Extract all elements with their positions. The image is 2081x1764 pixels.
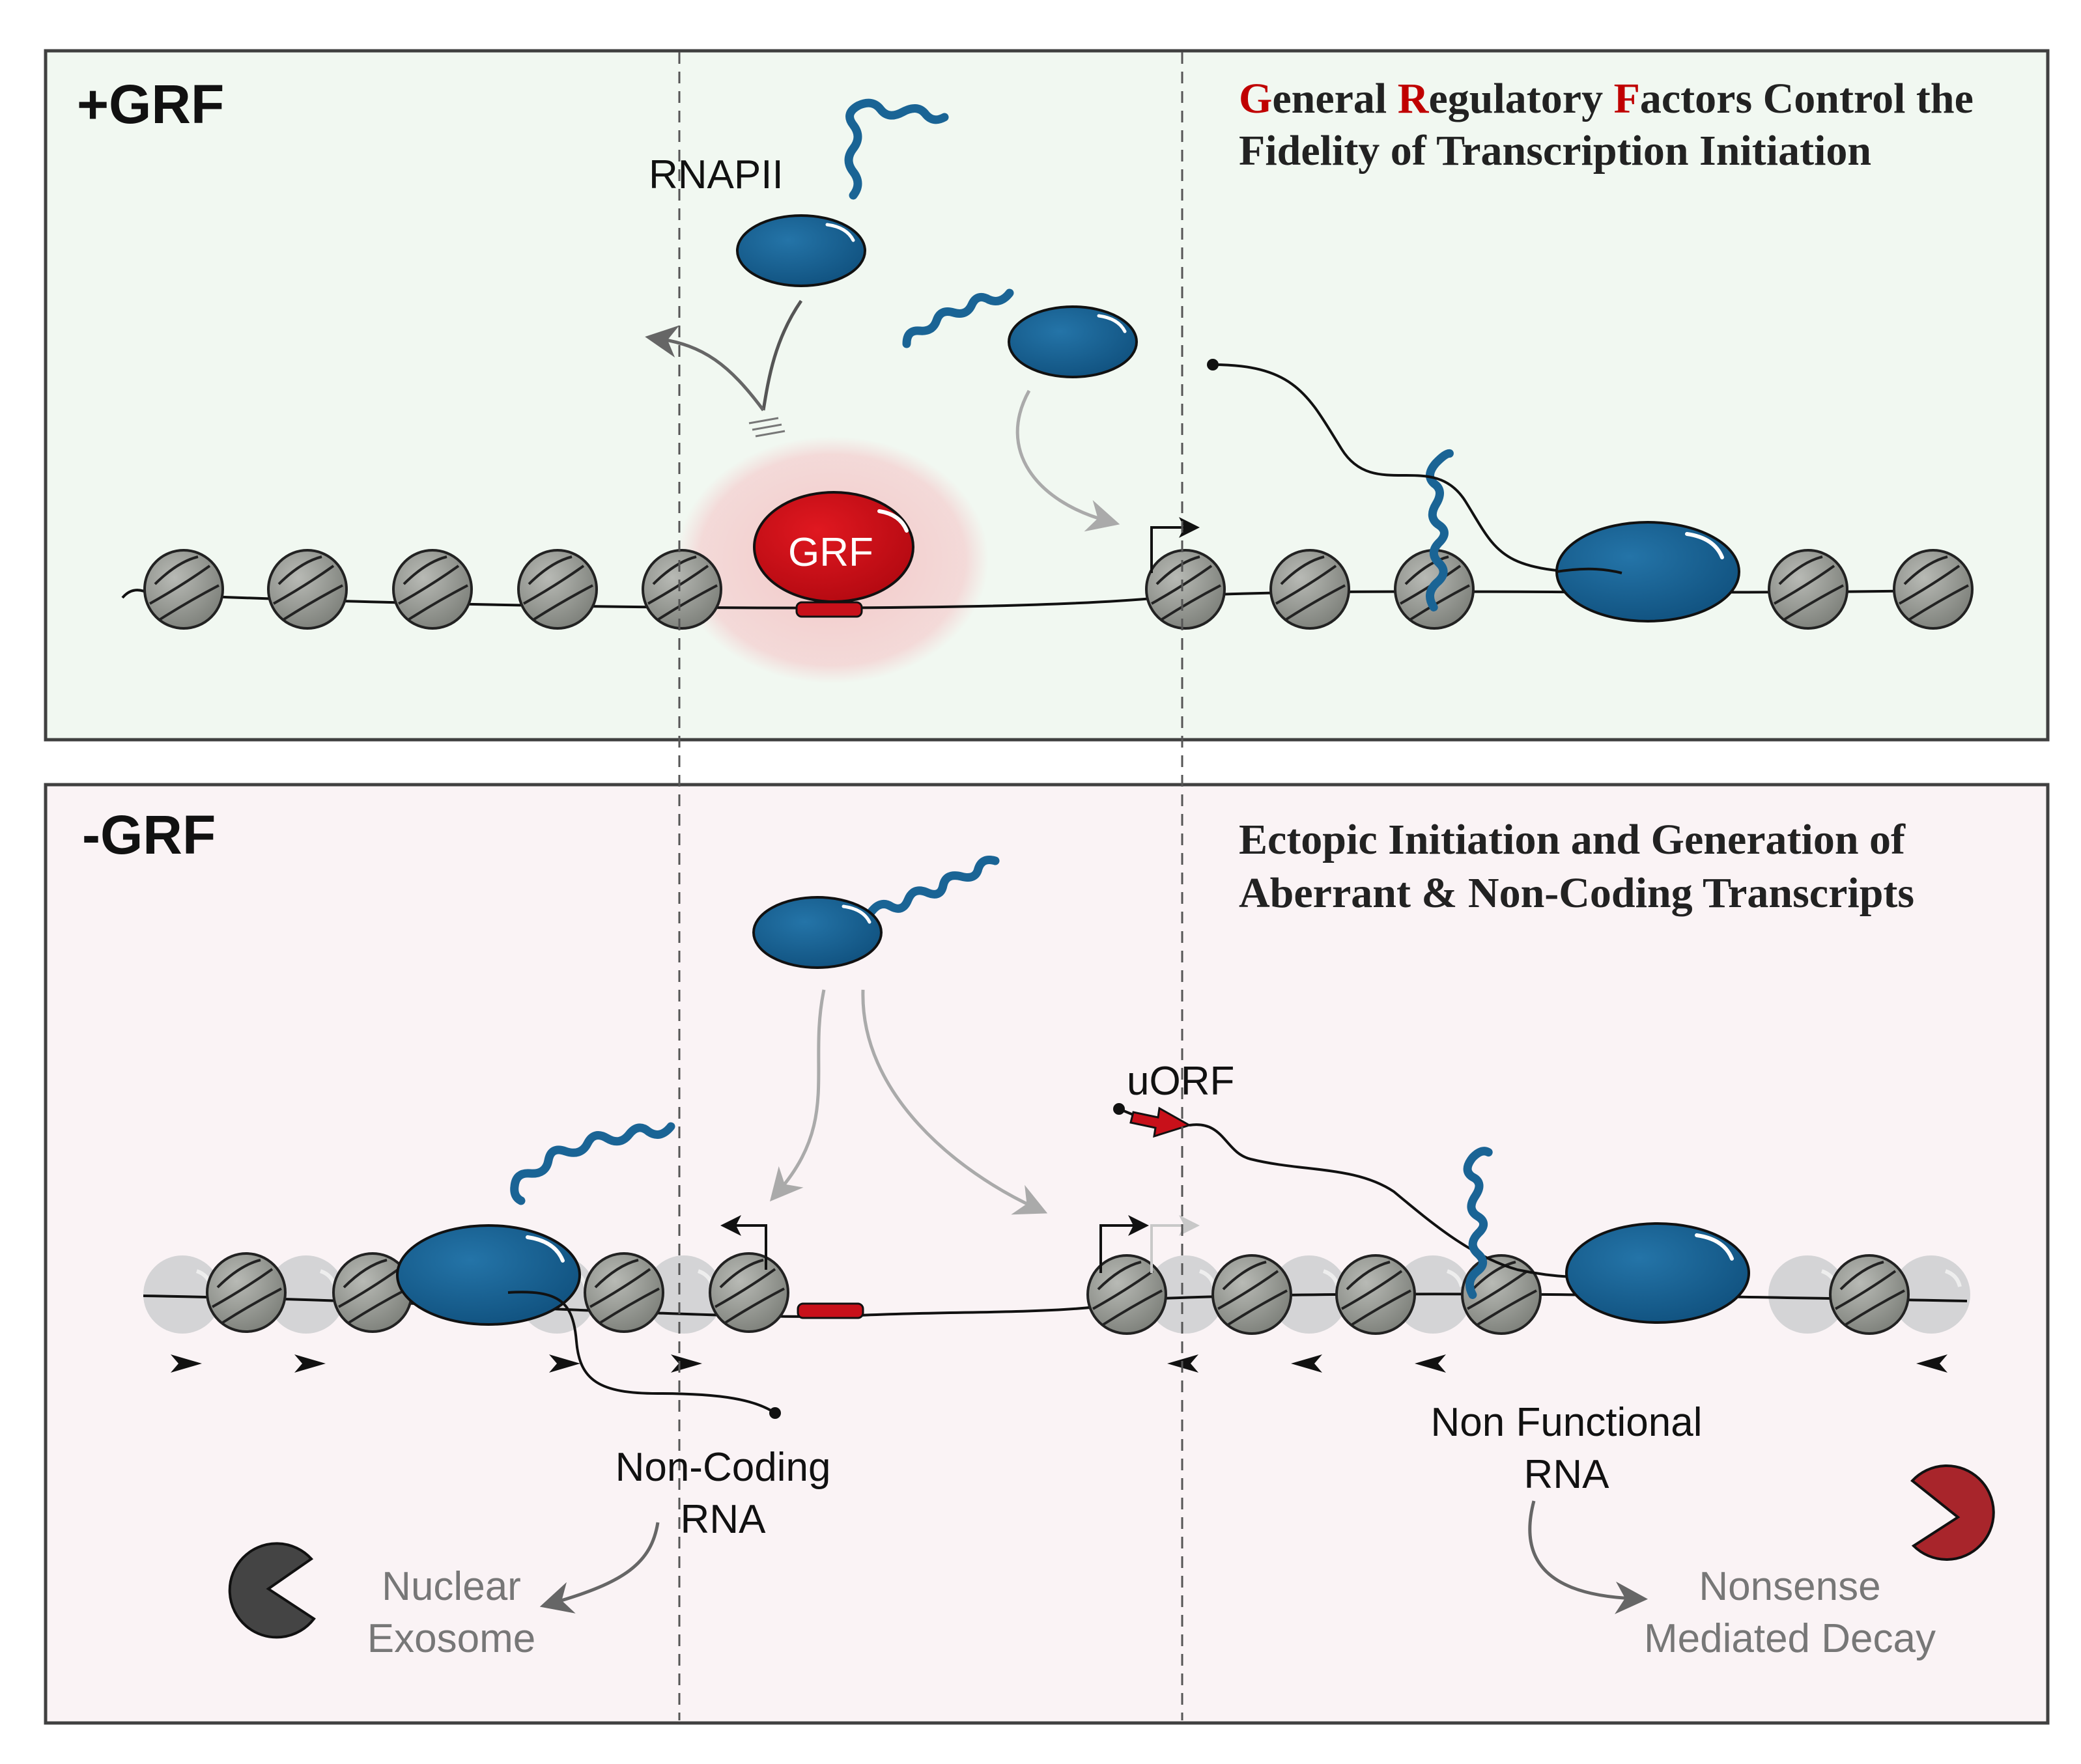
nucleosome-icon — [517, 549, 598, 630]
rnapii-polymerase — [754, 897, 881, 968]
nmd-label-line2: Mediated Decay — [1643, 1616, 1936, 1661]
ctd-tail — [867, 856, 1000, 916]
nonfunctional-rna-label-line1: Non Functional — [1430, 1400, 1703, 1445]
ctd-tail — [844, 98, 949, 200]
contact-mark — [748, 417, 786, 438]
repulsion-arrow — [645, 325, 765, 412]
nucleosome-icon — [1768, 549, 1848, 630]
noncoding-transcript — [507, 1291, 776, 1414]
ctd-tail — [902, 288, 1014, 348]
nmd-icon — [1910, 1464, 1995, 1561]
nonfunctional-transcript — [1118, 1108, 1622, 1279]
nucleosome-icon — [1829, 1254, 1910, 1335]
tss-arrow — [1099, 1215, 1149, 1273]
nuclear-exosome-label-line2: Exosome — [367, 1616, 536, 1661]
nucleosome-icon — [709, 1252, 789, 1333]
canonical-tss-arrow-faded — [1150, 1215, 1200, 1273]
rnapii-polymerase — [737, 216, 865, 286]
bottom-title-line2: Aberrant & Non-Coding Transcripts — [1239, 869, 1915, 917]
rnapii-label: RNAPII — [649, 152, 784, 197]
title-initial-letter: F — [1613, 75, 1640, 122]
noncoding-rna-label-line1: Non-Coding — [615, 1445, 831, 1490]
title-text-segment: actors Control the — [1639, 75, 1974, 122]
nucleosome-icon — [584, 1252, 664, 1333]
grf-binding-site — [795, 601, 863, 618]
panel-label-minus-grf: -GRF — [82, 804, 216, 865]
nmd-arrow — [1528, 1500, 1648, 1614]
ctd-tail — [510, 1122, 675, 1205]
nucleosome-icon — [1145, 549, 1226, 630]
ectopic-recruitment-arrow — [861, 989, 1048, 1215]
rnapii-polymerase — [1557, 522, 1739, 621]
nucleosome-icon — [1211, 1254, 1292, 1335]
nucleosome-icon — [1269, 549, 1350, 630]
grf-protein — [753, 491, 914, 603]
divergent-tss-arrow — [720, 1215, 767, 1270]
grf-label: GRF — [788, 530, 873, 575]
panel-top-frame — [44, 49, 2050, 742]
rnapii-polymerase — [397, 1225, 580, 1324]
top-title-line2: Fidelity of Transcription Initiation — [1239, 127, 1872, 175]
uorf-label: uORF — [1127, 1059, 1235, 1104]
dna-through-polymerase — [1556, 567, 1622, 574]
nmd-label-line1: Nonsense — [1699, 1564, 1881, 1609]
ctd-tail — [1426, 449, 1454, 611]
nucleosome-icon — [267, 549, 348, 630]
rna-5prime-cap — [1207, 359, 1219, 371]
rnapii-polymerase — [1566, 1224, 1749, 1323]
exosome-arrow — [539, 1522, 660, 1614]
ectopic-recruitment-arrow — [769, 989, 826, 1202]
noncoding-rna-label-line2: RNA — [680, 1497, 766, 1542]
nucleosome-icon — [143, 549, 224, 630]
nucleosome-icon — [206, 1252, 287, 1333]
uorf-arrow-icon — [1129, 1106, 1192, 1138]
rnapii-polymerase — [1009, 307, 1137, 377]
title-initial-letter: G — [1239, 75, 1273, 122]
mrna-transcript — [1212, 363, 1616, 574]
bottom-panel-diagram — [143, 856, 1995, 1639]
top-title-line1: General Regulatory Factors Control the — [1239, 73, 1974, 125]
tss-arrow — [1150, 517, 1200, 573]
title-text-segment: egulatory — [1428, 75, 1614, 122]
title-initial-letter: R — [1397, 75, 1429, 122]
top-panel-diagram — [121, 98, 1974, 684]
recruitment-arrow — [1015, 389, 1120, 532]
grf-binding-site — [797, 1302, 864, 1319]
nuclear-exosome-label-line1: Nuclear — [382, 1564, 521, 1609]
nonfunctional-rna-label-line2: RNA — [1523, 1452, 1609, 1497]
nucleosome-icon — [392, 549, 473, 630]
panel-label-plus-grf: +GRF — [77, 74, 225, 135]
nucleosome-icon — [1335, 1254, 1416, 1335]
nucleosome-icon — [1893, 549, 1974, 630]
title-text-segment: eneral — [1272, 75, 1398, 122]
repelled-path — [761, 300, 803, 411]
bottom-title-line1: Ectopic Initiation and Generation of — [1239, 816, 1906, 863]
nuclear-exosome-icon — [228, 1542, 316, 1639]
nucleosome-icon — [642, 549, 722, 630]
ctd-tail — [1463, 1147, 1493, 1299]
rna-3prime-end — [769, 1407, 781, 1419]
top-title-parts: General Regulatory Factors Control the — [1239, 75, 1974, 122]
